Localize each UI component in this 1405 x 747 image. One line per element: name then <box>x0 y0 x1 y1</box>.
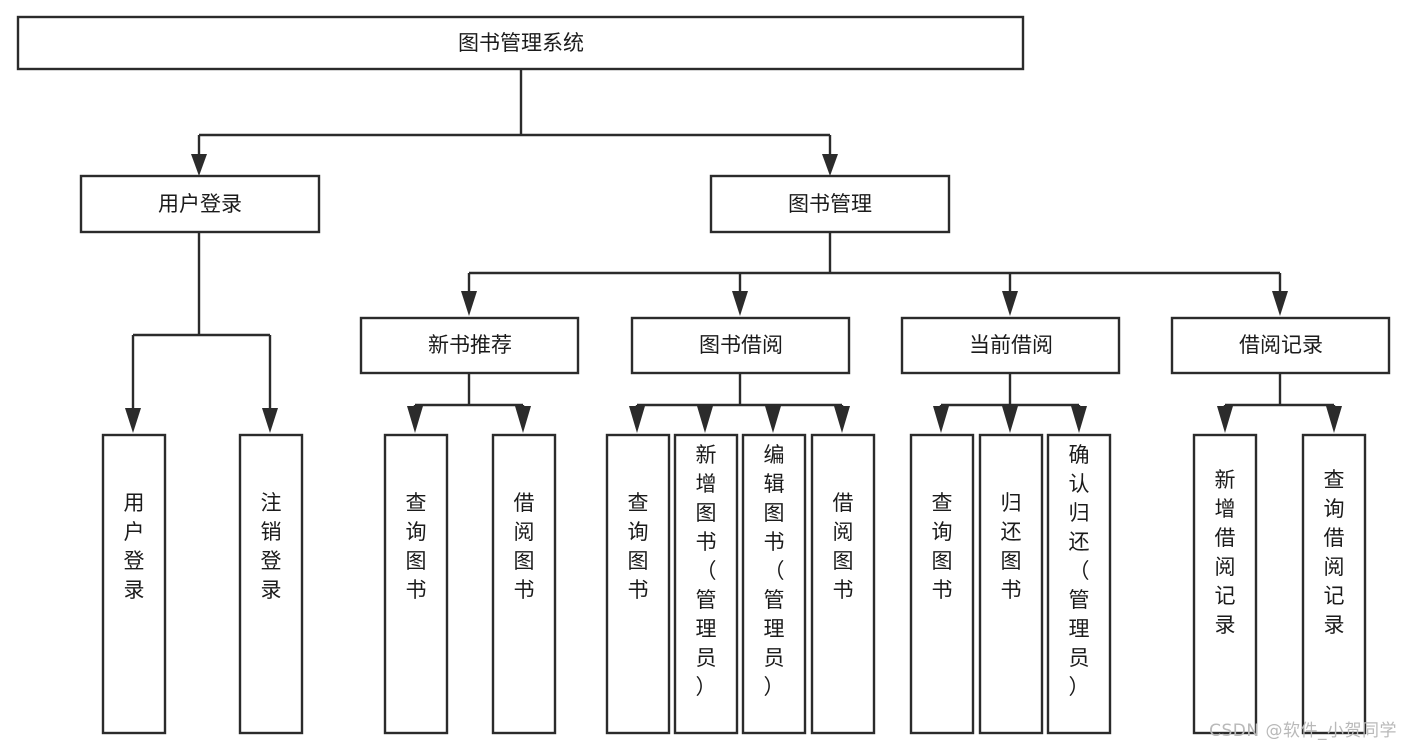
arrowhead-bo-leaf1 <box>629 406 645 433</box>
arrowhead-rec-leaf1 <box>1217 406 1233 433</box>
leaf-bo-borrow-book-label: 借阅图书 <box>833 491 854 602</box>
leaf-nb-query-book-box[interactable] <box>383 433 449 735</box>
leaf-cur-return-book-label: 归还图书 <box>1001 491 1022 602</box>
arrowhead-cur-leaf2 <box>1002 406 1018 433</box>
arrowhead-current-borrow <box>1002 291 1018 316</box>
node-borrow-record[interactable]: 借阅记录 <box>1170 316 1391 375</box>
leaf-nb-borrow-book-box[interactable] <box>491 433 557 735</box>
arrowhead-bo-leaf2 <box>697 406 713 433</box>
arrowhead-cur-leaf1 <box>933 406 949 433</box>
arrowhead-nb-leaf2 <box>515 406 531 433</box>
leaf-rec-query-record-label: 查询借阅记录 <box>1324 468 1345 637</box>
leaf-cur-confirm-return-label: 确认归还（管理员） <box>1069 443 1090 699</box>
node-user-login-box[interactable] <box>79 174 321 234</box>
leaf-bo-edit-book-box[interactable] <box>741 433 807 735</box>
arrowhead-rec-leaf2 <box>1326 406 1342 433</box>
leaf-rec-add-record[interactable]: 新增借阅记录 <box>1192 433 1258 735</box>
leaf-nb-borrow-book-label: 借阅图书 <box>514 491 535 602</box>
node-borrow-record-box[interactable] <box>1170 316 1391 375</box>
leaf-rec-query-record[interactable]: 查询借阅记录 <box>1301 433 1367 735</box>
node-new-book-recommend-box[interactable] <box>359 316 580 375</box>
arrowhead-new-book <box>461 291 477 316</box>
arrowhead-bo-leaf4 <box>834 406 850 433</box>
arrowhead-borrow <box>732 291 748 316</box>
leaf-bo-query-book-box[interactable] <box>605 433 671 735</box>
leaf-cur-confirm-return[interactable]: 确认归还（管理员） <box>1046 433 1112 735</box>
leaf-rec-add-record-box[interactable] <box>1192 433 1258 735</box>
node-new-book-recommend[interactable]: 新书推荐 <box>359 316 580 375</box>
leaf-bo-borrow-book[interactable]: 借阅图书 <box>810 433 876 735</box>
arrowhead-bo-leaf3 <box>765 406 781 433</box>
node-user-login-label: 用户登录 <box>158 192 242 216</box>
leaf-bo-query-book-label: 查询图书 <box>628 491 649 602</box>
node-borrow-record-label: 借阅记录 <box>1239 333 1323 357</box>
leaf-bo-borrow-book-box[interactable] <box>810 433 876 735</box>
node-book-borrow[interactable]: 图书借阅 <box>630 316 851 375</box>
connector-layer <box>125 69 1342 433</box>
leaf-rec-query-record-box[interactable] <box>1301 433 1367 735</box>
leaf-logout-label: 注销登录 <box>261 491 282 602</box>
node-current-borrow[interactable]: 当前借阅 <box>900 316 1121 375</box>
node-current-borrow-box[interactable] <box>900 316 1121 375</box>
arrowhead-leaf-user-login <box>125 408 141 433</box>
leaf-nb-borrow-book[interactable]: 借阅图书 <box>491 433 557 735</box>
leaf-user-login[interactable]: 用户登录 <box>101 433 167 735</box>
leaf-nb-query-book-label: 查询图书 <box>406 491 427 602</box>
arrowhead-cur-leaf3 <box>1071 406 1087 433</box>
leaf-cur-return-book[interactable]: 归还图书 <box>978 433 1044 735</box>
leaf-bo-add-book[interactable]: 新增图书（管理员） <box>673 433 739 735</box>
arrowhead-borrow-record <box>1272 291 1288 316</box>
node-book-management-label: 图书管理 <box>788 192 872 216</box>
node-book-borrow-box[interactable] <box>630 316 851 375</box>
node-root-box[interactable] <box>16 15 1025 71</box>
node-root[interactable]: 图书管理系统 <box>16 15 1025 71</box>
node-book-management[interactable]: 图书管理 <box>709 174 951 234</box>
leaf-cur-confirm-return-box[interactable] <box>1046 433 1112 735</box>
leaf-user-login-box[interactable] <box>101 433 167 735</box>
leaf-logout-box[interactable] <box>238 433 304 735</box>
arrowhead-nb-leaf1 <box>407 406 423 433</box>
leaf-cur-query-book-box[interactable] <box>909 433 975 735</box>
leaf-cur-query-book[interactable]: 查询图书 <box>909 433 975 735</box>
node-root-label: 图书管理系统 <box>458 31 584 55</box>
leaf-rec-add-record-label: 新增借阅记录 <box>1215 468 1236 637</box>
leaf-cur-query-book-label: 查询图书 <box>932 491 953 602</box>
arrowhead-leaf-logout <box>262 408 278 433</box>
leaf-bo-edit-book[interactable]: 编辑图书（管理员） <box>741 433 807 735</box>
leaf-bo-add-book-label: 新增图书（管理员） <box>696 443 717 699</box>
leaf-cur-return-book-box[interactable] <box>978 433 1044 735</box>
leaf-bo-query-book[interactable]: 查询图书 <box>605 433 671 735</box>
node-user-login[interactable]: 用户登录 <box>79 174 321 234</box>
node-current-borrow-label: 当前借阅 <box>969 333 1053 357</box>
arrowhead-user-login <box>191 154 207 176</box>
node-new-book-recommend-label: 新书推荐 <box>428 333 512 357</box>
arrowhead-book-mgmt <box>822 154 838 176</box>
node-book-borrow-label: 图书借阅 <box>699 333 783 357</box>
leaf-user-login-label: 用户登录 <box>124 491 145 602</box>
leaf-nb-query-book[interactable]: 查询图书 <box>383 433 449 735</box>
leaf-bo-add-book-box[interactable] <box>673 433 739 735</box>
node-book-management-box[interactable] <box>709 174 951 234</box>
leaf-logout[interactable]: 注销登录 <box>238 433 304 735</box>
leaf-bo-edit-book-label: 编辑图书（管理员） <box>764 443 785 699</box>
